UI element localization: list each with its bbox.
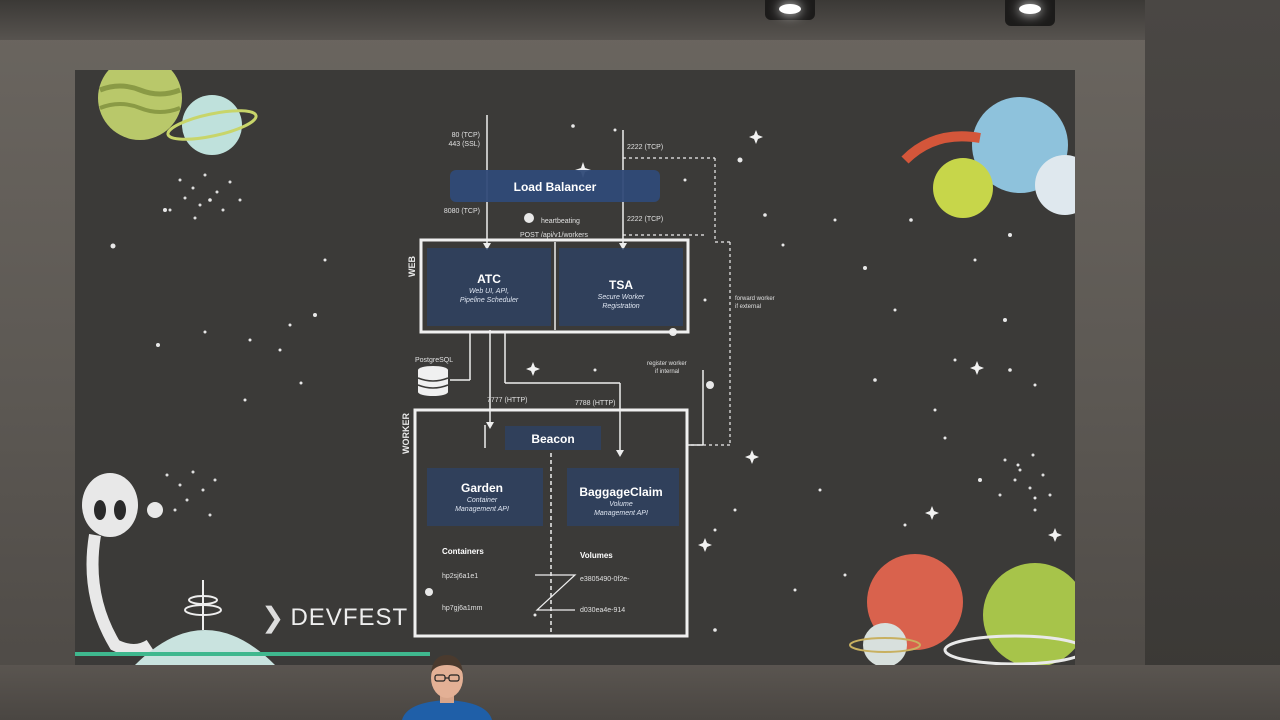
alien-illustration [82,473,163,656]
baggageclaim-panel [567,468,679,526]
web-label: WEB [407,256,417,277]
architecture-slide: Load Balancer 80 (TCP) 443 (SSL) 2222 (T… [75,70,1075,665]
chevron-right-icon: ❯ [261,601,285,634]
port-7777: 7777 (HTTP) [487,397,527,404]
planet-red-bottomright [849,554,963,665]
lb-port-2222: 2222 (TCP) [627,144,663,151]
garden-sub-1: Container [467,497,498,504]
projection-screen: Load Balancer 80 (TCP) 443 (SSL) 2222 (T… [75,70,1075,665]
atc-title: ATC [477,272,501,286]
accent-line [75,652,430,656]
wall-right [1145,0,1280,720]
baggageclaim-title: BaggageClaim [579,485,662,499]
worker-box [413,408,689,638]
load-balancer-label: Load Balancer [514,180,597,194]
brand-name: DEVFEST [290,604,409,631]
volume-item: e3805490-0f2e- [580,576,630,583]
tsa-sub-1: Secure Worker [598,294,645,301]
container-item: hp2sj6a1e1 [442,573,478,580]
planet-green-bottomright [943,563,1075,665]
database-icon [417,366,449,396]
register-worker-1: register worker [647,361,687,367]
garden-panel [427,468,543,526]
tsa-sub-2: Registration [602,303,639,310]
arrowheads [483,243,627,457]
garden-sub-2: Management API [455,506,509,513]
star-field [110,124,1037,632]
stage-floor [0,665,1280,720]
load-balancer-box [450,170,660,202]
container-item: hp7gj6a1mm [442,605,483,612]
moon-with-tree [135,580,275,665]
beacon-label: Beacon [531,432,574,446]
lb-port-443: 443 (SSL) [448,141,480,148]
beacon-panel [505,426,601,450]
port-8080: 8080 (TCP) [444,208,480,215]
web-box [419,238,690,334]
tsa-title: TSA [609,278,633,292]
forward-worker-2: if external [735,304,761,310]
planet-ringed-topleft [166,95,258,155]
planet-yellow-topleft [98,70,182,140]
postgres-label: PostgreSQL [415,357,453,364]
garden-title: Garden [461,481,503,495]
worker-label: WORKER [401,413,411,454]
containers-heading: Containers [442,547,484,556]
atc-sub-1: Web UI, API, [469,288,509,295]
atc-panel [427,248,551,326]
planet-blue-topright [901,97,1075,218]
mount-link [535,574,577,611]
baggageclaim-sub-2: Management API [594,510,648,517]
forward-worker-1: forward worker [735,296,775,302]
heartbeating-label: heartbeating [541,218,580,225]
presenter-person [402,655,492,720]
baggageclaim-sub-1: Volume [609,501,633,508]
ceiling-light [765,0,815,20]
star-cluster [165,173,1052,517]
register-worker-2: if internal [655,369,679,375]
ceiling [0,0,1280,40]
tsa-panel [559,248,683,326]
ceiling-light [1005,0,1055,26]
port-2222-second: 2222 (TCP) [627,216,663,223]
dashed-connectors [623,157,731,446]
volumes-heading: Volumes [580,551,613,560]
devfest-logo: ❯ DEVFEST [261,604,408,632]
atc-sub-2: Pipeline Scheduler [460,297,519,304]
post-workers-label: POST /api/v1/workers [520,232,588,239]
volume-item: d030ea4e-914 [580,607,625,614]
lb-port-80: 80 (TCP) [452,132,480,139]
port-7788: 7788 (HTTP) [575,400,615,407]
